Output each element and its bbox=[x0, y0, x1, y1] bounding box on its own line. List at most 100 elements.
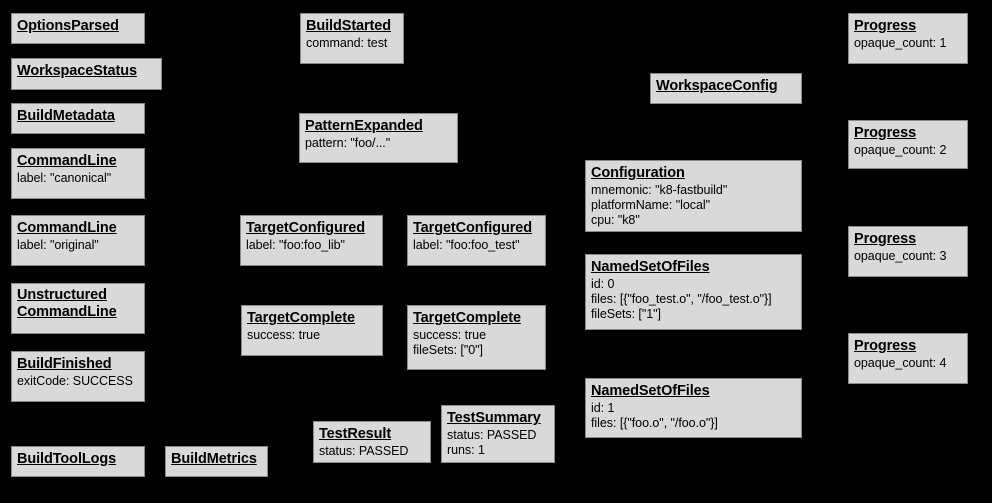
node-fields-test-result: status: PASSED bbox=[319, 444, 425, 459]
node-title-configuration: Configuration bbox=[591, 164, 796, 182]
node-title-line: TargetComplete bbox=[413, 310, 521, 326]
node-title-line: BuildMetadata bbox=[17, 108, 115, 124]
node-title-line: CommandLine bbox=[17, 220, 117, 236]
node-pattern-expanded[interactable]: PatternExpanded pattern: "foo/..." bbox=[299, 113, 458, 163]
node-field: status: PASSED bbox=[319, 444, 409, 458]
node-field: label: "original" bbox=[17, 238, 99, 252]
node-fields-progress-2: opaque_count: 2 bbox=[854, 143, 962, 158]
node-fields-progress-1: opaque_count: 1 bbox=[854, 36, 962, 51]
node-options-parsed[interactable]: OptionsParsed bbox=[11, 13, 145, 44]
node-target-complete-lib[interactable]: TargetComplete success: true bbox=[241, 305, 383, 356]
node-build-tool-logs[interactable]: BuildToolLogs bbox=[11, 446, 145, 477]
node-title-named-set-of-files-0: NamedSetOfFiles bbox=[591, 258, 796, 276]
node-progress-4[interactable]: Progress opaque_count: 4 bbox=[848, 333, 968, 384]
node-fields-target-configured-foo-test: label: "foo:foo_test" bbox=[413, 238, 540, 253]
node-title-named-set-of-files-1: NamedSetOfFiles bbox=[591, 382, 796, 400]
node-workspace-status[interactable]: WorkspaceStatus bbox=[11, 58, 162, 90]
node-title-line: Progress bbox=[854, 338, 917, 354]
node-title-build-tool-logs: BuildToolLogs bbox=[17, 450, 139, 468]
node-title-line: BuildMetrics bbox=[171, 451, 257, 467]
node-command-line-canonical[interactable]: CommandLine label: "canonical" bbox=[11, 148, 145, 199]
node-fields-build-finished: exitCode: SUCCESS bbox=[17, 374, 139, 389]
node-fields-pattern-expanded: pattern: "foo/..." bbox=[305, 136, 452, 151]
node-command-line-original[interactable]: CommandLine label: "original" bbox=[11, 215, 145, 266]
node-build-metadata[interactable]: BuildMetadata bbox=[11, 103, 145, 134]
node-field: success: true bbox=[413, 328, 486, 342]
node-title-line: OptionsParsed bbox=[17, 18, 119, 34]
node-title-line: WorkspaceConfig bbox=[656, 78, 778, 94]
node-field: opaque_count: 2 bbox=[854, 143, 947, 157]
node-title-command-line-original: CommandLine bbox=[17, 219, 139, 237]
node-workspace-config[interactable]: WorkspaceConfig bbox=[650, 73, 802, 104]
node-title-test-result: TestResult bbox=[319, 425, 425, 443]
node-title-line: BuildStarted bbox=[306, 18, 392, 34]
node-title-line: CommandLine bbox=[17, 153, 117, 169]
node-title-progress-1: Progress bbox=[854, 17, 962, 35]
node-field: success: true bbox=[247, 328, 320, 342]
node-build-metrics[interactable]: BuildMetrics bbox=[165, 446, 268, 477]
node-field: pattern: "foo/..." bbox=[305, 136, 391, 150]
node-title-line: Progress bbox=[854, 231, 917, 247]
node-title-progress-2: Progress bbox=[854, 124, 962, 142]
node-title-pattern-expanded: PatternExpanded bbox=[305, 117, 452, 135]
node-title-progress-3: Progress bbox=[854, 230, 962, 248]
node-title-command-line-canonical: CommandLine bbox=[17, 152, 139, 170]
node-target-configured-foo-lib[interactable]: TargetConfigured label: "foo:foo_lib" bbox=[240, 215, 383, 266]
node-field: platformName: "local" bbox=[591, 198, 710, 212]
node-fields-target-complete-lib: success: true bbox=[247, 328, 377, 343]
node-fields-target-configured-foo-lib: label: "foo:foo_lib" bbox=[246, 238, 377, 253]
node-title-workspace-status: WorkspaceStatus bbox=[17, 62, 156, 80]
node-progress-3[interactable]: Progress opaque_count: 3 bbox=[848, 226, 968, 277]
node-field: label: "canonical" bbox=[17, 171, 112, 185]
node-fields-command-line-canonical: label: "canonical" bbox=[17, 171, 139, 186]
node-title-line: TargetConfigured bbox=[246, 220, 365, 236]
node-build-started[interactable]: BuildStarted command: test bbox=[300, 13, 404, 64]
node-fields-configuration: mnemonic: "k8-fastbuild"platformName: "l… bbox=[591, 183, 796, 228]
node-fields-command-line-original: label: "original" bbox=[17, 238, 139, 253]
node-fields-progress-4: opaque_count: 4 bbox=[854, 356, 962, 371]
node-progress-1[interactable]: Progress opaque_count: 1 bbox=[848, 13, 968, 64]
node-field: mnemonic: "k8-fastbuild" bbox=[591, 183, 728, 197]
node-title-build-finished: BuildFinished bbox=[17, 355, 139, 373]
node-title-line: Unstructured bbox=[17, 287, 107, 303]
node-field: opaque_count: 3 bbox=[854, 249, 947, 263]
node-field: id: 1 bbox=[591, 401, 615, 415]
node-configuration[interactable]: Configuration mnemonic: "k8-fastbuild"pla… bbox=[585, 160, 802, 232]
node-field: exitCode: SUCCESS bbox=[17, 374, 133, 388]
node-title-options-parsed: OptionsParsed bbox=[17, 17, 139, 35]
node-title-line: Progress bbox=[854, 18, 917, 34]
node-title-test-summary: TestSummary bbox=[447, 409, 549, 427]
node-field: id: 0 bbox=[591, 277, 615, 291]
node-field: label: "foo:foo_lib" bbox=[246, 238, 345, 252]
node-field: status: PASSED bbox=[447, 428, 537, 442]
node-title-line: PatternExpanded bbox=[305, 118, 423, 134]
node-title-line: NamedSetOfFiles bbox=[591, 259, 710, 275]
node-title-line: TargetComplete bbox=[247, 310, 355, 326]
node-title-line: NamedSetOfFiles bbox=[591, 383, 710, 399]
node-title-target-configured-foo-lib: TargetConfigured bbox=[246, 219, 377, 237]
node-title-progress-4: Progress bbox=[854, 337, 962, 355]
node-field: runs: 1 bbox=[447, 443, 485, 457]
node-title-line: BuildToolLogs bbox=[17, 451, 117, 467]
node-field: command: test bbox=[306, 36, 388, 50]
node-fields-build-started: command: test bbox=[306, 36, 398, 51]
node-title-workspace-config: WorkspaceConfig bbox=[656, 77, 796, 95]
node-title-line: TestSummary bbox=[447, 410, 541, 426]
node-field: opaque_count: 1 bbox=[854, 36, 947, 50]
node-title-line: Configuration bbox=[591, 165, 685, 181]
